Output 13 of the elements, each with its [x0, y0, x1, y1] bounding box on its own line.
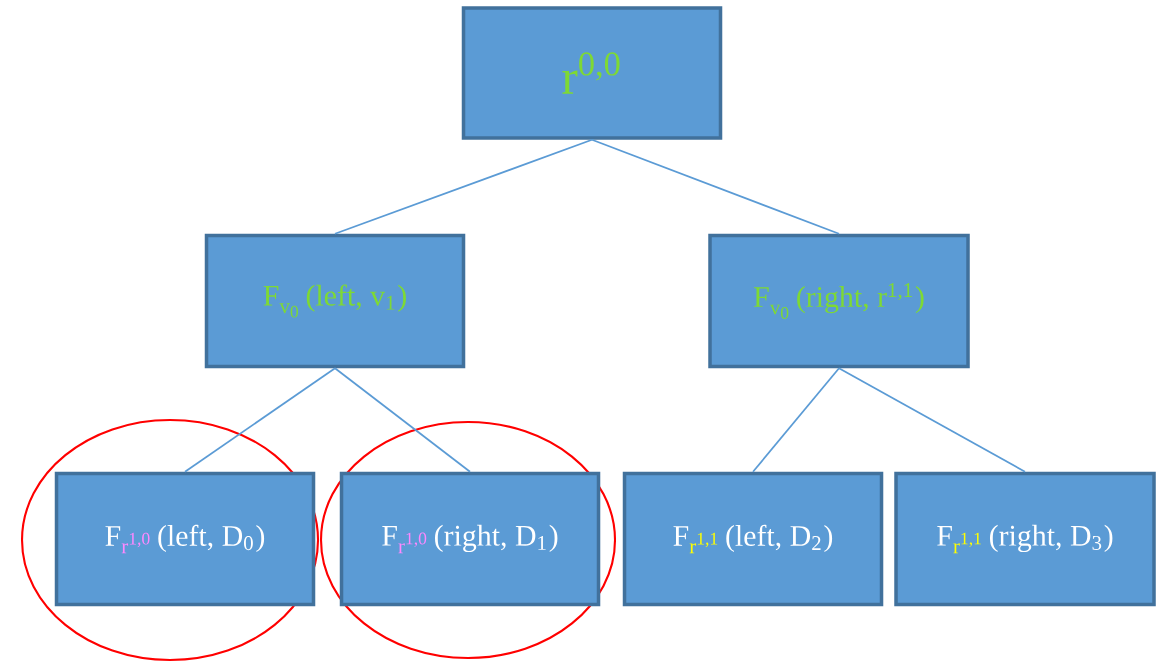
connector-line	[184, 367, 336, 473]
connector-line	[334, 367, 471, 473]
tree-box: F r$^{1,1}$ (left, D$_{2}$)	[622, 471, 884, 607]
connector-line	[838, 367, 1026, 473]
connector-line	[334, 138, 593, 235]
tree-box: F v$_{0}$ (right, r$^{1,1}$)	[708, 233, 970, 369]
tree-box: F r$^{1,0}$ (left, D$_{0}$)	[54, 471, 316, 607]
connector-line	[752, 367, 840, 473]
connector-line	[591, 138, 840, 235]
tree-box: F r$^{1,1}$ (right, D$_{3}$)	[894, 471, 1156, 607]
tree-box: F v$_{0}$ (left, v$_{1}$)	[204, 233, 466, 369]
tree-box: r$^{0,0}$	[461, 6, 723, 140]
tree-box: F r$^{1,0}$ (right, D$_{1}$)	[339, 471, 601, 607]
